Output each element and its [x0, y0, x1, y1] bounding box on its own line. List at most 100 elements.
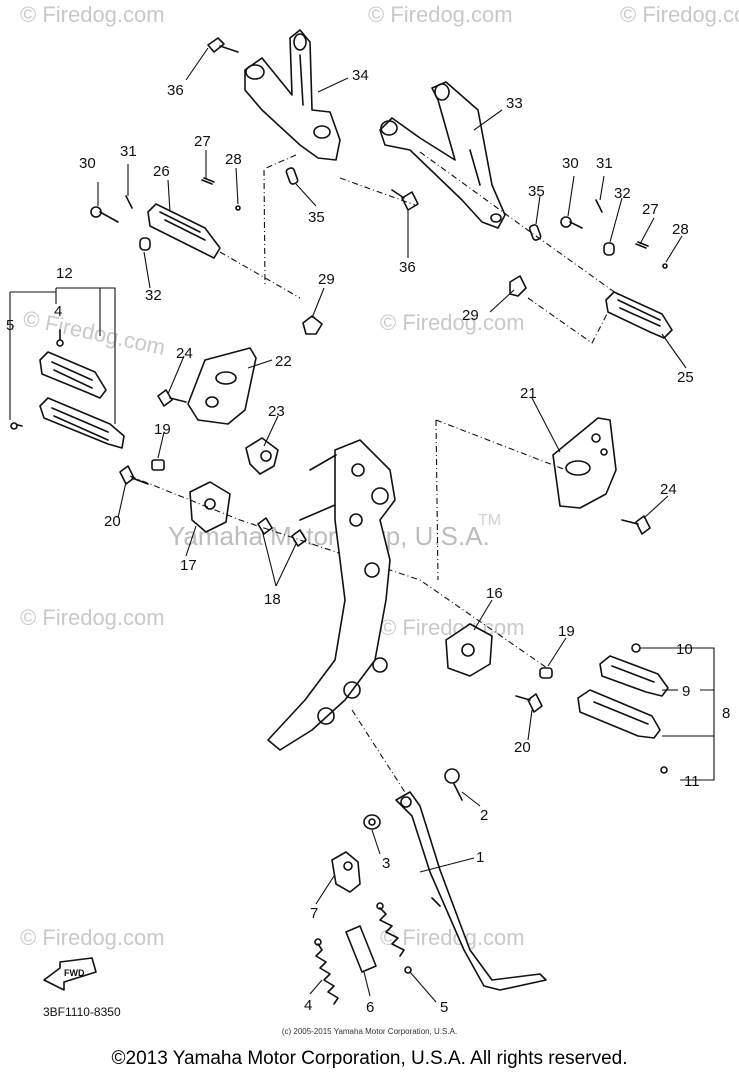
callout-12: 12 [56, 265, 73, 282]
callout-9: 9 [682, 683, 690, 700]
leader [265, 154, 297, 169]
callout-20: 20 [514, 739, 531, 756]
fwd-arrow-icon: FWD [43, 957, 97, 991]
part-3-nut [363, 814, 381, 830]
callout-32: 32 [145, 287, 162, 304]
watermark: © Firedog.com [620, 2, 739, 27]
part-23-bracket [245, 437, 279, 475]
part-35-pin [285, 167, 299, 185]
watermark: © Firedog.com [20, 2, 165, 27]
callout-leaders [97, 47, 687, 1003]
part-19-collar [151, 459, 165, 471]
callout-29: 29 [318, 271, 335, 288]
diagram-code: 3BF1110-8350 [43, 1005, 121, 1019]
part-33-rear-footrest-bracket [379, 81, 506, 229]
callout-31: 31 [596, 155, 613, 172]
callout-20: 20 [104, 513, 121, 530]
part-21-guard-plate [552, 417, 617, 509]
watermark: © Firedog.com [380, 925, 525, 950]
callout-36: 36 [167, 82, 184, 99]
callout-19: 19 [154, 421, 171, 438]
callout-21: 21 [520, 385, 537, 402]
callout-16: 16 [486, 585, 503, 602]
part-36-bolt [207, 37, 239, 53]
small-copyright: (c) 2005-2015 Yamaha Motor Corporation, … [281, 1027, 458, 1036]
callout-29: 29 [462, 307, 479, 324]
part-31-cotter-pin [595, 199, 603, 213]
watermark: © Firedog.com [20, 605, 165, 630]
leader [435, 419, 567, 581]
part-1-sidestand [395, 791, 547, 991]
part-2-bolt [444, 768, 463, 801]
part-5-spring [376, 902, 412, 974]
part-29-plate [302, 315, 323, 335]
part-19-collar [539, 667, 553, 679]
callout-32: 32 [614, 185, 631, 202]
part-25-rear-footrest [605, 291, 673, 339]
part-27-spring [635, 241, 649, 249]
part-31-cotter-pin [125, 195, 133, 209]
frame [267, 439, 396, 751]
callout-36: 36 [399, 259, 416, 276]
callout-7: 7 [310, 905, 318, 922]
leader [351, 709, 411, 801]
part-32-spacer [139, 237, 151, 251]
copyright-footer: ©2013 Yamaha Motor Corporation, U.S.A. A… [111, 1048, 628, 1069]
fwd-label: FWD [64, 968, 85, 978]
callout-34: 34 [352, 67, 369, 84]
part-4-spring [314, 938, 339, 1005]
callout-1: 1 [476, 849, 484, 866]
callout-18: 18 [264, 591, 281, 608]
callout-24: 24 [176, 345, 193, 362]
leader [527, 297, 609, 344]
callout-35: 35 [528, 183, 545, 200]
leader [263, 169, 266, 286]
part-30-pin [90, 206, 119, 223]
callout-4: 4 [54, 303, 62, 320]
callout-27: 27 [194, 133, 211, 150]
part-30-pin [560, 216, 583, 229]
callout-5: 5 [6, 317, 14, 334]
watermark: © Firedog.com [380, 310, 525, 335]
watermark: © Firedog.com [20, 925, 165, 950]
callout-27: 27 [642, 201, 659, 218]
part-24-bolt [621, 515, 651, 535]
callout-25: 25 [677, 369, 694, 386]
part-28-ball [662, 263, 668, 269]
part-8-footrest-assembly [577, 643, 669, 774]
part-17-bracket [189, 481, 231, 533]
callout-24: 24 [660, 481, 677, 498]
part-35-pin [528, 224, 542, 241]
callout-30: 30 [562, 155, 579, 172]
callout-4: 4 [304, 997, 312, 1014]
callout-6: 6 [366, 999, 374, 1016]
callout-33: 33 [506, 95, 523, 112]
part-26-rear-footrest [147, 203, 301, 299]
callout-23: 23 [268, 403, 285, 420]
callout-17: 17 [180, 557, 197, 574]
tm-mark: TM [478, 512, 501, 529]
part-16-bracket [445, 623, 493, 677]
watermark: © Firedog.com [368, 2, 513, 27]
part-34-rear-footrest-bracket [244, 29, 341, 161]
part-6-spring-cover [345, 925, 377, 973]
callout-30: 30 [79, 155, 96, 172]
leader [419, 151, 621, 297]
leader-12 [55, 287, 116, 424]
callout-labels: 36 34 33 30 31 26 27 28 35 32 29 35 36 3… [6, 67, 730, 1016]
callout-22: 22 [275, 353, 292, 370]
part-12-footrest-assembly [10, 329, 125, 449]
part-27-spring [201, 177, 215, 185]
leader-8 [640, 647, 715, 781]
part-28-ball [235, 205, 241, 211]
part-32-spacer [603, 242, 615, 256]
callout-3: 3 [382, 855, 390, 872]
callout-28: 28 [672, 221, 689, 238]
part-22-guard-plate [187, 347, 257, 425]
part-20-bolt [515, 693, 543, 713]
trademark-watermark: Yamaha Motor Corp, U.S.A. [168, 521, 490, 551]
part-36-bolt [391, 189, 419, 211]
callout-19: 19 [558, 623, 575, 640]
callout-35: 35 [308, 209, 325, 226]
